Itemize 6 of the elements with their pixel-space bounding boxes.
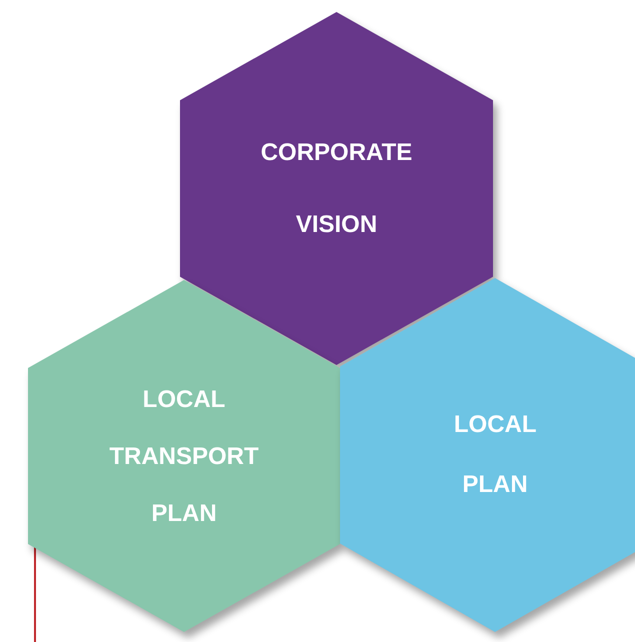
- hexagon: [28, 280, 340, 632]
- hexagon: [180, 12, 493, 365]
- hexagon-label: LOCAL TRANSPORT PLAN: [109, 384, 259, 528]
- hexagon: [340, 278, 635, 632]
- hexagon-label: CORPORATE VISION: [260, 138, 412, 240]
- hexagon-label: LOCAL PLAN: [454, 410, 536, 500]
